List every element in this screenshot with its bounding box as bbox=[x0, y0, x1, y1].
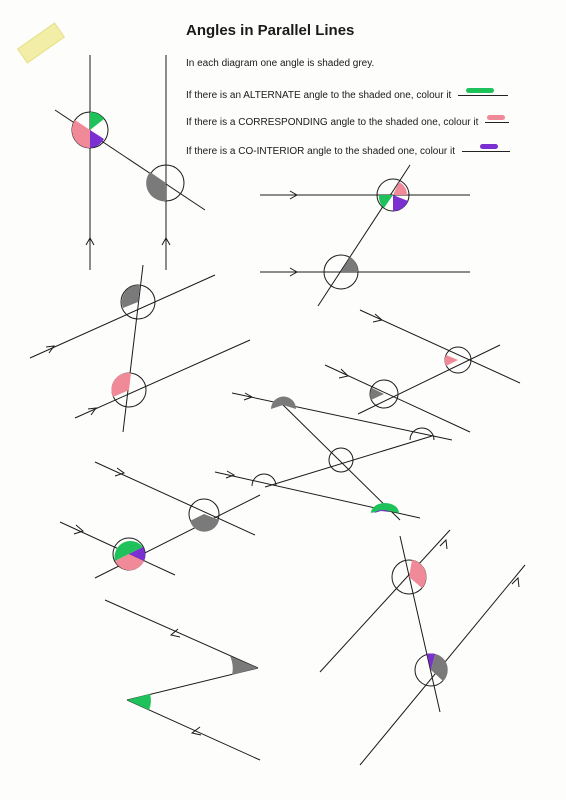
alternate-angle-fill bbox=[90, 112, 104, 130]
diagram-3 bbox=[29, 264, 251, 433]
corresponding-angle-fill bbox=[71, 120, 90, 149]
rule-corresponding: If there is a CORRESPONDING angle to the… bbox=[186, 114, 510, 128]
shaded-angle bbox=[370, 388, 384, 400]
alternate-angle-fill bbox=[114, 540, 143, 561]
co-interior-angle-fill bbox=[427, 653, 435, 670]
angle-circle bbox=[369, 379, 399, 409]
co-interior-angle-fill bbox=[90, 130, 104, 148]
corresponding-angle-fill bbox=[111, 372, 131, 397]
diagram-7 bbox=[104, 599, 261, 761]
shaded-angle bbox=[271, 396, 296, 409]
corresponding-angle-fill bbox=[444, 355, 458, 366]
rule-alternate-text: If there is an ALTERNATE angle to the sh… bbox=[186, 90, 452, 101]
diagram-4 bbox=[324, 309, 521, 433]
shaded-angle bbox=[121, 284, 140, 308]
shaded-angle bbox=[190, 514, 219, 532]
worksheet-title: Angles in Parallel Lines bbox=[186, 22, 355, 39]
alternate-color-swatch bbox=[458, 87, 509, 96]
rule-alternate: If there is an ALTERNATE angle to the sh… bbox=[186, 87, 509, 101]
rule-co-interior: If there is a CO-INTERIOR angle to the s… bbox=[186, 143, 510, 157]
corresponding-angle-fill bbox=[409, 560, 427, 588]
co-interior-angle-fill bbox=[129, 547, 146, 561]
diagram-1 bbox=[54, 55, 206, 270]
co-interior-angle-fill bbox=[393, 195, 408, 212]
angle-circle bbox=[328, 447, 354, 473]
worksheet-instruction: In each diagram one angle is shaded grey… bbox=[186, 58, 375, 69]
corresponding-color-swatch bbox=[485, 114, 510, 123]
alternate-angle-fill bbox=[127, 694, 151, 710]
diagram-8 bbox=[319, 529, 526, 766]
corresponding-angle-fill bbox=[115, 554, 144, 571]
corresponding-angle-fill bbox=[393, 182, 408, 195]
diagram-5 bbox=[214, 392, 453, 521]
alternate-angle-fill bbox=[378, 195, 393, 208]
diagram-6 bbox=[59, 461, 261, 579]
rule-corresponding-text: If there is a CORRESPONDING angle to the… bbox=[186, 117, 479, 128]
shaded-angle bbox=[341, 257, 359, 272]
shaded-angle bbox=[230, 656, 258, 675]
shaded-angle bbox=[146, 172, 166, 202]
co-interior-angle-fill bbox=[374, 510, 390, 513]
co-interior-color-swatch bbox=[461, 143, 510, 152]
diagram-2 bbox=[260, 164, 470, 307]
shaded-angle bbox=[431, 654, 448, 681]
alternate-angle-fill bbox=[371, 503, 399, 513]
rule-co-interior-text: If there is a CO-INTERIOR angle to the s… bbox=[186, 146, 456, 157]
